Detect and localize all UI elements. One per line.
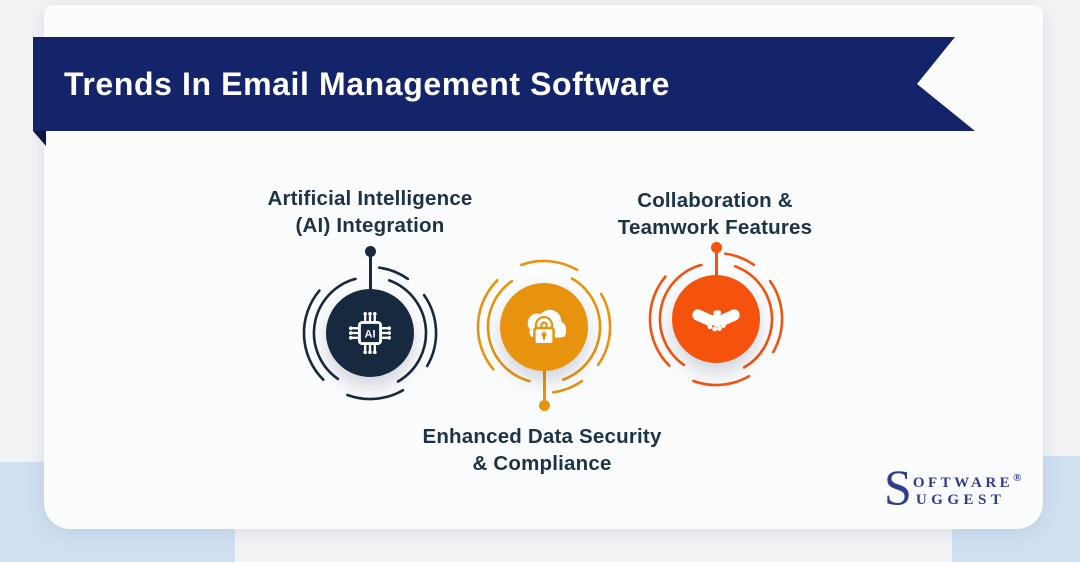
- logo-word-suggest: UGGEST: [915, 492, 1006, 508]
- feature-label-ai-line1: Artificial Intelligence: [267, 187, 473, 210]
- softwaresuggest-logo: S OFTWARE® UGGEST: [884, 459, 1022, 515]
- svg-text:AI: AI: [364, 328, 375, 340]
- feature-label-security: Enhanced Data Security & Compliance: [392, 423, 692, 477]
- title-ribbon: [33, 37, 975, 146]
- feature-circle-collaboration: [672, 275, 760, 363]
- page-title: Trends In Email Management Software: [64, 66, 671, 102]
- feature-label-collaboration-line1: Collaboration &: [637, 189, 793, 212]
- feature-label-ai-line2: (AI) Integration: [295, 214, 445, 237]
- orbit-arcs-collaboration: [648, 252, 784, 387]
- feature-circle-security: [500, 283, 588, 371]
- handshake-icon: [692, 309, 740, 332]
- feature-label-collaboration-line2: Teamwork Features: [617, 216, 813, 239]
- ribbon-shape: [33, 37, 975, 131]
- logo-wordmark: OFTWARE® UGGEST: [913, 464, 1022, 510]
- feature-label-security-line2: & Compliance: [472, 452, 612, 475]
- connector-line-security: [542, 370, 546, 402]
- cloud-lock-icon: [527, 309, 567, 346]
- connector-dot-ai: [364, 246, 376, 257]
- connector-line-ai: [368, 255, 372, 292]
- logo-initial: S: [884, 459, 912, 515]
- connector-line-collaboration: [714, 251, 718, 277]
- feature-label-collaboration: Collaboration & Teamwork Features: [575, 187, 855, 241]
- feature-circle-ai: AI: [326, 289, 414, 377]
- feature-label-security-line1: Enhanced Data Security: [422, 425, 662, 448]
- ai-chip-icon: AI: [348, 311, 392, 355]
- connector-dot-security: [538, 400, 550, 411]
- logo-word-software: OFTWARE®: [912, 472, 1022, 491]
- registered-trademark-symbol: ®: [1013, 472, 1022, 484]
- feature-label-ai: Artificial Intelligence (AI) Integration: [230, 185, 510, 239]
- orbit-arcs-ai: [302, 266, 438, 401]
- ribbon-fold: [33, 131, 46, 146]
- orbit-arcs-security: [476, 259, 612, 394]
- connector-dot-collaboration: [710, 242, 722, 253]
